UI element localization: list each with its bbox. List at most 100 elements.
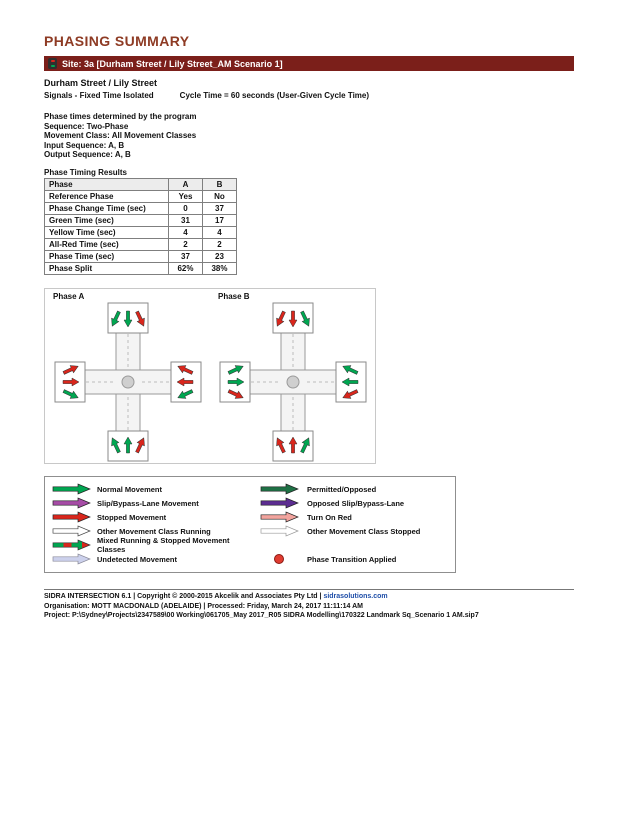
footer-line-3: Project: P:\Sydney\Projects\2347589\00 W… [44, 612, 479, 620]
signal-red-lamp [50, 60, 55, 63]
traffic-signal-icon [48, 58, 57, 69]
legend-swatch-cell [255, 483, 307, 495]
legend-swatch-cell [49, 539, 97, 551]
movement-arrow [62, 377, 80, 387]
timing-value: 4 [202, 226, 237, 239]
diagrams-panel: Phase A Phase B [44, 288, 376, 464]
legend-swatch-cell [49, 553, 97, 565]
legend-label: Stopped Movement [97, 512, 167, 522]
timing-value: 62% [168, 262, 203, 275]
phase-diagram [219, 302, 366, 462]
timing-value: 2 [168, 238, 203, 251]
movement-arrow [227, 377, 245, 387]
legend-swatch-cell [49, 483, 97, 495]
timing-value: 37 [202, 202, 237, 215]
legend-swatch-arrow-icon [260, 511, 299, 523]
timing-value: 23 [202, 250, 237, 263]
legend-swatch-cell [255, 497, 307, 509]
phase-info-line: Phase times determined by the program [44, 112, 197, 121]
legend-label: Other Movement Class Stopped [307, 526, 421, 536]
legend-swatch-mixed-icon [52, 539, 91, 551]
legend-swatch-cell [255, 553, 307, 565]
timing-row-label: All-Red Time (sec) [44, 238, 169, 251]
legend-label: Turn On Red [307, 512, 352, 522]
movement-arrow [110, 310, 121, 327]
footer-line-1: SIDRA INTERSECTION 6.1 | Copyright © 200… [44, 592, 574, 602]
site-label: Site: 3a [Durham Street / Lily Street_AM… [62, 58, 283, 69]
movement-arrow [299, 437, 310, 454]
legend-label: Normal Movement [97, 484, 163, 494]
timing-table-title: Phase Timing Results [44, 168, 127, 177]
phase-info-line: Output Sequence: A, B [44, 150, 131, 160]
movement-arrow [175, 377, 193, 387]
legend-swatch-arrow-icon [52, 525, 91, 537]
footer-copyright: SIDRA INTERSECTION 6.1 | Copyright © 200… [44, 593, 324, 600]
legend-swatch-arrow-icon [260, 497, 299, 509]
legend-label: Permitted/Opposed [307, 484, 377, 494]
timing-value: Yes [168, 190, 203, 203]
movement-arrow [275, 310, 286, 327]
movement-arrow [227, 365, 244, 375]
timing-row-label: Green Time (sec) [44, 214, 169, 227]
timing-column-header: A [168, 178, 203, 191]
movement-arrow [176, 389, 193, 399]
legend-label: Phase Transition Applied [307, 554, 397, 564]
legend-swatch-cell [49, 525, 97, 537]
legend-swatch-arrow-icon [52, 497, 91, 509]
timing-column-header: Phase [44, 178, 169, 191]
timing-row-label: Phase Split [44, 262, 169, 275]
timing-row-label: Yellow Time (sec) [44, 226, 169, 239]
movement-arrow [134, 310, 145, 327]
phase-info-line: Input Sequence: A, B [44, 140, 125, 150]
movement-arrow [227, 389, 244, 399]
phase-diagram-cell: Phase B [210, 289, 375, 463]
timing-value: 17 [202, 214, 237, 227]
sidrasolutions-link[interactable]: sidrasolutions.com [323, 593, 388, 600]
legend-swatch-arrow-icon [52, 483, 91, 495]
phase-label: Phase B [218, 292, 250, 301]
legend-swatch-arrow-icon [52, 553, 91, 565]
phase-diagram-cell: Phase A [45, 289, 210, 463]
movement-arrow [288, 436, 297, 454]
timing-value: 2 [202, 238, 237, 251]
page-title: PHASING SUMMARY [44, 33, 190, 49]
timing-value: 37 [168, 250, 203, 263]
timing-value: 31 [168, 214, 203, 227]
legend-swatch-arrow-icon [52, 511, 91, 523]
legend-swatch-arrow-icon [260, 525, 299, 537]
movement-arrow [62, 389, 79, 399]
legend-swatch-arrow-icon [260, 483, 299, 495]
timing-row-label: Reference Phase [44, 190, 169, 203]
timing-value: 4 [168, 226, 203, 239]
phase-info-line: Sequence: Two-Phase [44, 121, 129, 131]
legend-label: Mixed Running & Stopped Movement Classes [97, 536, 230, 554]
legend-label: Slip/Bypass-Lane Movement [97, 498, 199, 508]
movement-arrow [123, 310, 132, 328]
legend-swatch-cell [49, 511, 97, 523]
movement-arrow [340, 377, 358, 387]
movement-arrow [299, 310, 310, 327]
movement-arrow [275, 437, 286, 454]
legend-label: Opposed Slip/Bypass-Lane [307, 498, 405, 508]
legend-label: Undetected Movement [97, 554, 178, 564]
report-footer: SIDRA INTERSECTION 6.1 | Copyright © 200… [44, 589, 574, 621]
timing-row-label: Phase Time (sec) [44, 250, 169, 263]
timing-value: 38% [202, 262, 237, 275]
phase-diagram [54, 302, 201, 462]
phase-label: Phase A [53, 292, 85, 301]
movement-arrow [341, 365, 358, 375]
legend-swatch-cell [255, 511, 307, 523]
